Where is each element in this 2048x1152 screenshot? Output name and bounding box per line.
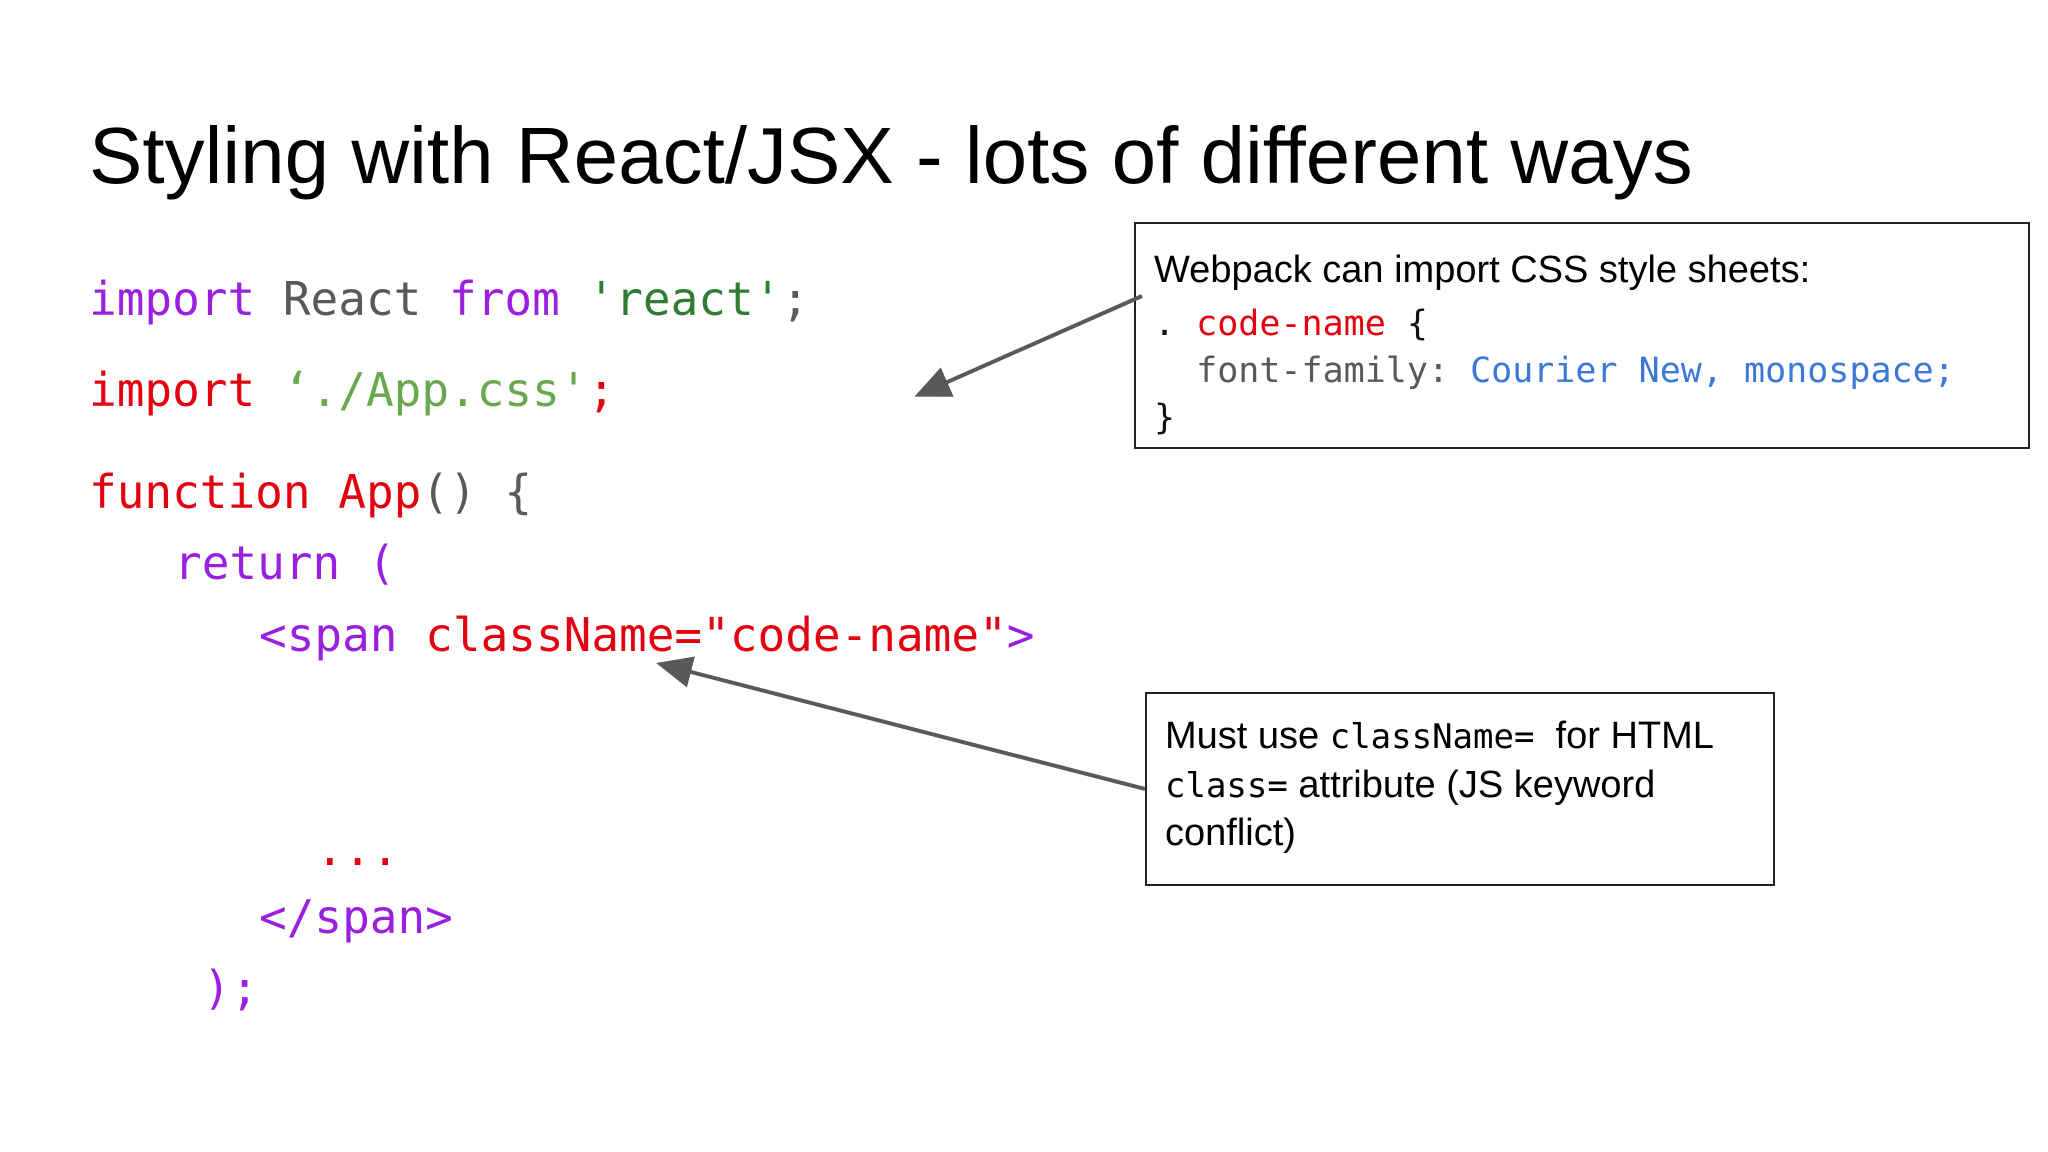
callout-css-line-1: . code-name { <box>1154 303 1428 344</box>
css-selector: code-name <box>1196 303 1386 344</box>
css-property: font-family: <box>1154 350 1471 391</box>
code-line-3: function App() { <box>89 469 532 515</box>
code-string: 'react' <box>559 272 782 326</box>
callout-classname: Must use className= for HTML class= attr… <box>1145 692 1775 886</box>
code-punctuation: () { <box>421 465 533 519</box>
code-keyword: function <box>89 465 311 519</box>
callout-css-line-2: font-family: Courier New, monospace; <box>1154 348 1955 395</box>
code-line-7: </span> <box>259 894 453 940</box>
code-line-5: <span className="code-name"> <box>259 612 1034 658</box>
code-jsx-tag: </span> <box>259 890 453 944</box>
callout-classname-line-3: conflict) <box>1165 812 1296 855</box>
code-jsx-tag: <span <box>259 608 398 662</box>
inline-code: class= <box>1165 765 1288 806</box>
slide-title: Styling with React/JSX - lots of differe… <box>89 111 1693 200</box>
code-jsx-attribute: className="code-name" <box>397 608 1007 662</box>
code-jsx-tag: > <box>1006 608 1035 662</box>
css-value: Courier New, monospace; <box>1470 350 1955 391</box>
arrow-css-import <box>914 294 1143 397</box>
code-identifier: React <box>255 272 450 326</box>
code-string: ‘./App.css' <box>255 363 588 417</box>
code-punctuation: ; <box>781 272 810 326</box>
code-keyword: return <box>174 536 341 590</box>
inline-code: className= <box>1329 717 1535 757</box>
code-keyword: import <box>89 272 256 326</box>
code-line-4: return ( <box>174 540 396 586</box>
code-keyword: from <box>449 272 560 326</box>
code-line-6: ... <box>316 826 399 872</box>
code-line-1: import React from 'react'; <box>89 276 809 322</box>
callout-css-content: Webpack can import CSS style sheets: . c… <box>1154 246 1955 442</box>
callout-classname-line-2: class= attribute (JS keyword <box>1165 763 1656 806</box>
code-punctuation: ( <box>340 536 396 590</box>
callout-classname-line-1: Must use className= for HTML <box>1165 715 1714 757</box>
callout-css-heading: Webpack can import CSS style sheets: <box>1154 249 1811 291</box>
code-keyword: import <box>89 363 256 417</box>
code-punctuation: ; <box>587 363 616 417</box>
code-line-8: ); <box>203 965 258 1011</box>
callout-css-import: Webpack can import CSS style sheets: . c… <box>1134 222 2030 449</box>
code-line-2: import ‘./App.css'; <box>89 367 615 413</box>
callout-css-line-3: } <box>1154 398 1176 439</box>
arrow-classname <box>656 656 1146 791</box>
callout-classname-content: Must use className= for HTML class= attr… <box>1165 712 1765 858</box>
code-ellipsis: ... <box>316 822 400 876</box>
code-identifier: App <box>310 465 422 519</box>
code-punctuation: ); <box>203 961 259 1015</box>
